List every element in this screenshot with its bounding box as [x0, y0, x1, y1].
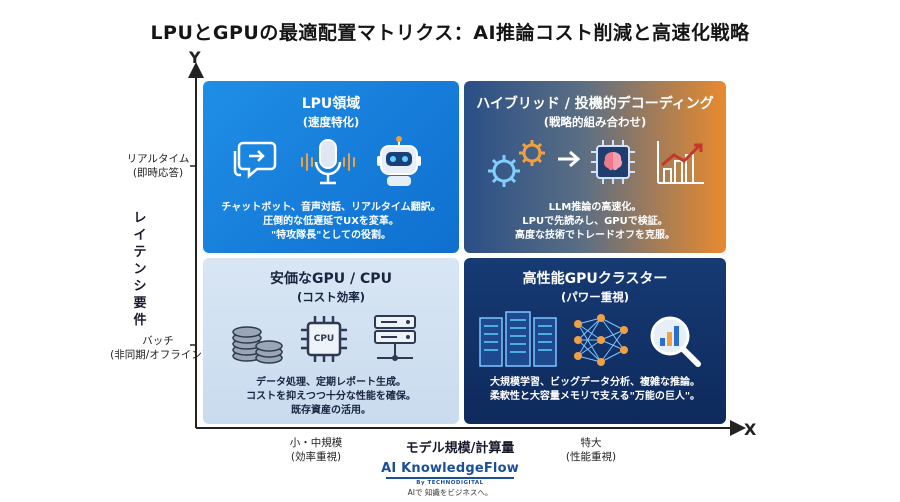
ai-chip-brain-icon [591, 140, 635, 184]
quadrant-cluster-title: 高性能GPUクラスター [522, 271, 668, 287]
x-label-large-main: 特大 [580, 437, 602, 449]
arrow-right-icon [558, 150, 581, 168]
quadrant-hybrid: ハイブリッド / 投機的デコーディング (戦略的組み合わせ) [464, 81, 726, 253]
chat-bubble-icon [233, 141, 277, 179]
y-label-batch-main: バッチ [142, 335, 174, 347]
y-axis-letter: Y [189, 48, 201, 67]
quadrant-lpu: LPU領域 (速度特化) チャットボット、音声対話、リアルタイム翻訳。 圧倒的な… [203, 81, 459, 253]
quadrant-lpu-desc-line: 圧倒的な低遅延でUXを変革。 [263, 216, 399, 227]
quadrant-hybrid-desc-line: LPUで先読みし、GPUで検証。 [522, 216, 668, 227]
server-icon [374, 315, 416, 361]
y-label-realtime-main: リアルタイム [126, 153, 190, 165]
quadrant-cheap-description: データ処理、定期レポート生成。 コストを抑えつつ十分な性能を確保。 既存資産の活… [213, 376, 449, 418]
page-title: LPUとGPUの最適配置マトリクス：AI推論コスト削減と高速化戦略 [150, 22, 750, 44]
x-label-small-sub: (効率重視) [290, 451, 342, 463]
x-label-small-main: 小・中規模 [289, 437, 343, 449]
quadrant-lpu-desc-line: "特攻隊長"としての役割。 [270, 230, 392, 241]
quadrant-lpu-title: LPU領域 [301, 96, 361, 112]
x-axis-title: モデル規模/計算量 [405, 441, 515, 456]
x-label-large-sub: (性能重視) [565, 451, 617, 463]
quadrant-lpu-subtitle: (速度特化) [302, 115, 360, 129]
y-label-realtime-sub: (即時応答) [132, 167, 184, 179]
quadrant-lpu-description: チャットボット、音声対話、リアルタイム翻訳。 圧倒的な低遅延でUXを変革。 "特… [213, 201, 449, 243]
quadrant-cluster-desc-line: 大規模学習、ビッグデータ分析、複雑な推論。 [490, 377, 700, 388]
robot-icon [377, 136, 421, 186]
cpu-icon-label: CPU [313, 334, 335, 344]
quadrant-hybrid-subtitle: (戦略的組み合わせ) [543, 115, 647, 129]
cpu-icon [301, 316, 347, 362]
quadrant-hybrid-description: LLM推論の高速化。 LPUで先読みし、GPUで検証。 高度な技術でトレードオフ… [474, 201, 716, 243]
quadrant-hybrid-title: ハイブリッド / 投機的デコーディング [476, 96, 714, 112]
quadrant-gpu-cluster: 高性能GPUクラスター (パワー重視) [464, 258, 726, 424]
quadrant-cheap-desc-line: コストを抑えつつ十分な性能を確保。 [246, 391, 416, 402]
brand-logo-tagline: AIで 知識をビジネスへ。 [407, 488, 493, 497]
quadrant-cluster-description: 大規模学習、ビッグデータ分析、複雑な推論。 柔軟性と大容量メモリで支える"万能の… [474, 376, 716, 404]
brand-logo-name: AI KnowledgeFlow [381, 461, 519, 476]
quadrant-hybrid-desc-line: 高度な技術でトレードオフを克服。 [515, 230, 675, 241]
quadrant-cheap-gpu-cpu: 安価なGPU / CPU (コスト効率) CPU データ処理、定期レポート生成。 [203, 258, 459, 424]
y-label-batch-sub: (非同期/オフライン) [110, 349, 206, 361]
y-label-batch: バッチ (非同期/オフライン) [103, 334, 213, 362]
brand-logo: AI KnowledgeFlow By TECHNODIGITAL AIで 知識… [380, 461, 520, 498]
x-label-large: 特大 (性能重視) [541, 436, 641, 464]
y-axis-title: レイテンシ要件 [133, 211, 147, 328]
x-axis-letter: X [744, 420, 757, 439]
quadrant-cluster-desc-line: 柔軟性と大容量メモリで支える"万能の巨人"。 [489, 391, 701, 402]
server-rack-icon [479, 311, 557, 367]
magnifier-chart-icon [650, 316, 701, 367]
brand-logo-underline [386, 477, 514, 479]
neural-network-icon [574, 314, 628, 366]
brand-logo-byline: By TECHNODIGITAL [416, 480, 484, 486]
quadrant-cluster-subtitle: (パワー重視) [560, 290, 629, 304]
quadrant-cheap-title: 安価なGPU / CPU [270, 271, 392, 287]
y-label-realtime: リアルタイム (即時応答) [103, 152, 213, 180]
quadrant-cheap-subtitle: (コスト効率) [296, 290, 365, 304]
quadrant-hybrid-desc-line: LLM推論の高速化。 [548, 202, 642, 213]
gears-icon [488, 140, 545, 187]
microphone-icon [301, 139, 355, 185]
x-label-small: 小・中規模 (効率重視) [266, 436, 366, 464]
quadrant-cheap-desc-line: 既存資産の活用。 [291, 405, 371, 416]
coins-icon [232, 326, 283, 364]
growth-chart-icon [657, 141, 704, 184]
quadrant-cheap-desc-line: データ処理、定期レポート生成。 [256, 377, 406, 388]
quadrant-lpu-desc-line: チャットボット、音声対話、リアルタイム翻訳。 [221, 202, 441, 213]
